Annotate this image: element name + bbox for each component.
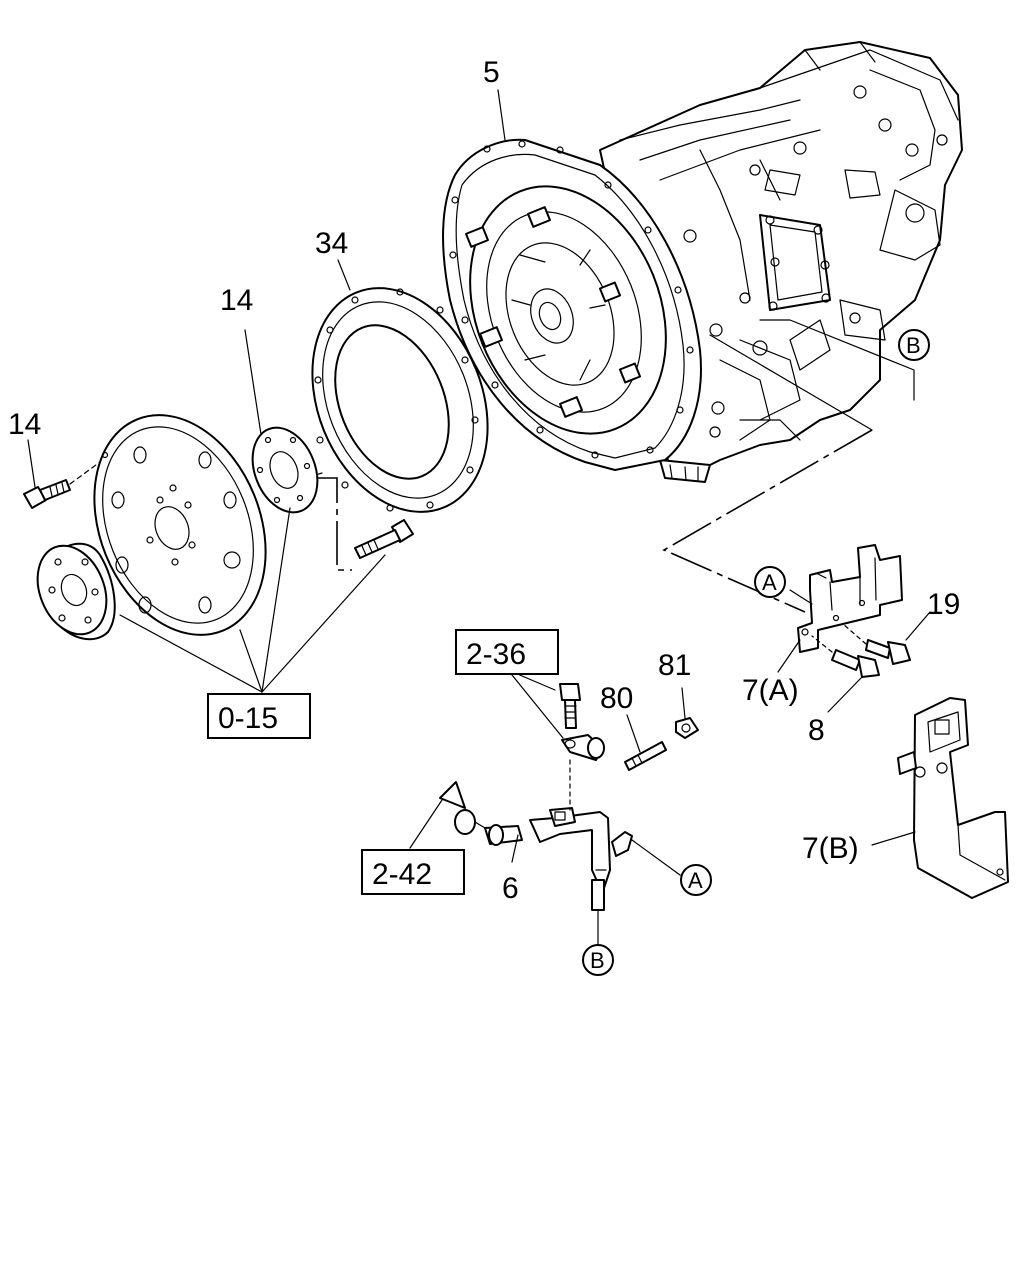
ref-0-15-leaders	[119, 507, 386, 693]
ref-box-0-15[interactable]: 0-15	[207, 693, 311, 739]
filler-tube-assembly	[439, 781, 633, 911]
nut-81	[675, 717, 699, 739]
converter-bolt	[354, 519, 414, 559]
callout-b-transmission: B	[898, 329, 930, 361]
label-part-7a: 7(A)	[742, 674, 799, 707]
ref-box-2-42-text: 2-42	[372, 858, 432, 891]
bolt-8	[831, 649, 880, 678]
flexplate	[93, 414, 267, 636]
label-part-34: 34	[315, 227, 348, 260]
label-part-19: 19	[927, 588, 960, 621]
adapter-plate	[311, 287, 489, 513]
callout-b-tube-text: B	[590, 948, 605, 973]
callout-a-bracket-text: A	[762, 570, 777, 595]
label-part-8: 8	[808, 714, 825, 747]
label-part-14-upper: 14	[220, 284, 253, 317]
callout-a-bracket: A	[754, 566, 786, 598]
label-part-6: 6	[502, 872, 519, 905]
b-leader-line	[759, 319, 915, 401]
ref-box-2-42[interactable]: 2-42	[361, 849, 465, 895]
bolt-14-left	[23, 479, 71, 509]
transmission-assembly	[442, 41, 963, 483]
label-part-80: 80	[600, 682, 633, 715]
label-part-14-left: 14	[8, 408, 41, 441]
label-part-7b: 7(B)	[802, 832, 859, 865]
ref-box-2-36[interactable]: 2-36	[455, 629, 559, 675]
ref-box-0-15-text: 0-15	[218, 702, 278, 735]
ref-box-2-36-text: 2-36	[466, 638, 526, 671]
bracket-7b	[897, 697, 1009, 899]
flywheel-hub	[36, 542, 116, 641]
callout-b-transmission-text: B	[906, 333, 921, 358]
callout-a-tube: A	[680, 864, 712, 896]
label-part-5: 5	[483, 56, 500, 89]
bracket-7a	[797, 544, 903, 653]
label-part-81: 81	[658, 649, 691, 682]
callout-a-tube-text: A	[688, 868, 703, 893]
spacer-ring	[251, 426, 319, 514]
clamp-bolt	[559, 683, 605, 761]
stud-80	[624, 741, 667, 771]
bolt-19	[865, 639, 911, 665]
callout-b-tube: B	[582, 944, 614, 976]
